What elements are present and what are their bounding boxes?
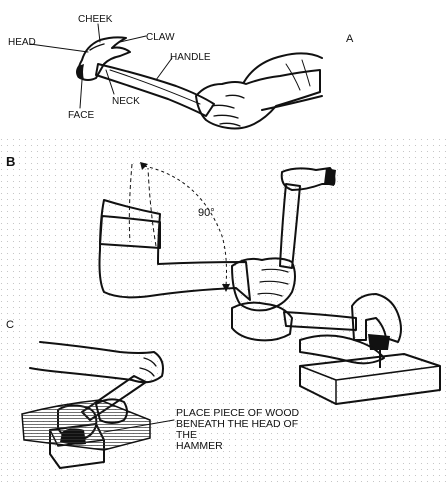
- panel-c-letter: C: [6, 319, 14, 331]
- label-handle: HANDLE: [170, 52, 211, 63]
- sleeve-b: [99, 215, 161, 249]
- sleeve-a: [243, 52, 323, 111]
- label-head: HEAD: [8, 37, 36, 48]
- label-cheek: CHEEK: [78, 14, 113, 25]
- note-line-1: PLACE PIECE OF WOOD: [176, 407, 300, 419]
- label-face: FACE: [68, 110, 94, 121]
- panel-a: HEAD CHEEK CLAW HANDLE NECK FACE A: [0, 0, 448, 134]
- note-line-2: BENEATH THE HEAD OF: [176, 418, 298, 430]
- board-b: [299, 353, 441, 405]
- panel-a-letter: A: [346, 33, 354, 45]
- label-claw: CLAW: [146, 32, 175, 43]
- label-neck: NECK: [112, 96, 140, 107]
- hammer-handle: [95, 63, 215, 117]
- arm-c: [29, 341, 164, 384]
- panel-b-letter: B: [6, 154, 15, 169]
- striking-hammer-handle: [283, 311, 357, 331]
- striking-hammer-head: [351, 293, 402, 343]
- hammer-face: [76, 64, 84, 80]
- angle-arc: [143, 165, 227, 287]
- angle-label: 90°: [198, 207, 215, 219]
- note-line-4: HAMMER: [176, 440, 223, 452]
- panel-b: B 90°: [6, 154, 441, 405]
- board-c: [21, 399, 151, 451]
- panel-c: C PLACE PIECE OF WOOD BENEATH THE HEAD O…: [6, 319, 300, 469]
- hand-c: [95, 398, 128, 424]
- note-line-3: THE: [176, 429, 197, 441]
- hand-a: [195, 69, 321, 130]
- hand-striking: [231, 301, 293, 342]
- hand-holding-nail: [299, 334, 385, 365]
- raised-hammer-handle: [279, 183, 301, 269]
